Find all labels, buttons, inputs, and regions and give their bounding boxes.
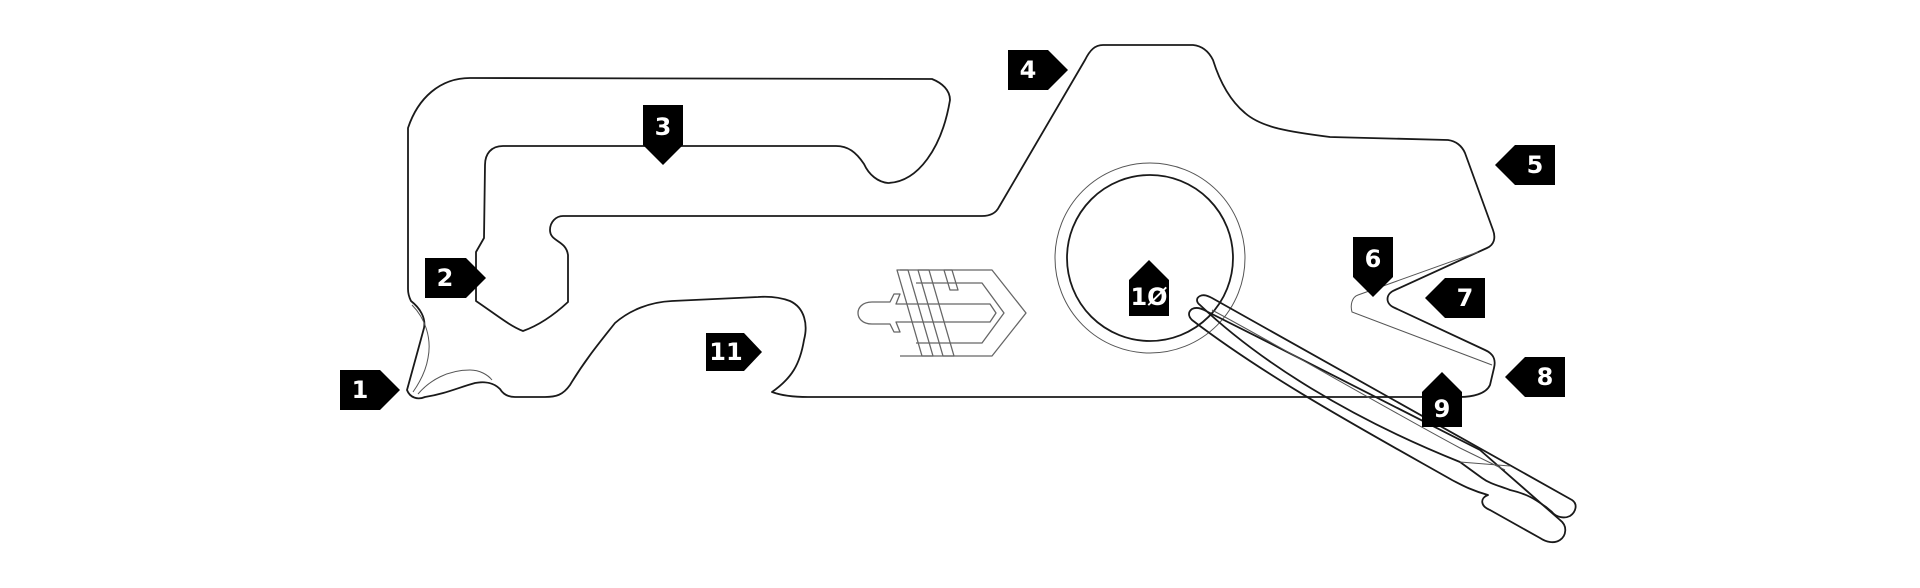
corner-detail-line-2 [417,369,493,395]
callout-label: 3 [655,113,672,141]
callout-label: 1Ø [1130,283,1167,311]
callout-3: 3 [643,105,683,165]
callout-label: 5 [1527,151,1544,179]
corner-detail-line [411,304,430,393]
callout-2: 2 [425,258,486,298]
callout-label: 2 [437,264,454,292]
callout-label: 7 [1457,284,1474,312]
callout-6: 6 [1353,237,1393,297]
callout-1: 1 [340,370,400,410]
callout-5: 5 [1495,145,1555,185]
callout-label: 1 [352,376,369,404]
brand-logo [857,269,1027,357]
removable-key-lower [1188,307,1567,544]
callout-label: 4 [1020,56,1037,84]
callout-9: 9 [1422,372,1462,427]
callout-label: 8 [1537,363,1554,391]
callout-4: 4 [1008,50,1068,90]
callout-label: 11 [709,338,742,366]
lanyard-hole-outer [1054,162,1246,354]
callout-10: 1Ø [1129,260,1169,316]
callout-7: 7 [1425,278,1485,318]
callout-label: 9 [1434,395,1451,423]
lanyard-hole-inner [1066,174,1234,342]
callout-8: 8 [1505,357,1565,397]
callout-label: 6 [1365,245,1382,273]
callout-11: 11 [706,333,762,371]
removable-key-inner-line [1211,309,1511,471]
tool-body-outline [406,44,1496,400]
